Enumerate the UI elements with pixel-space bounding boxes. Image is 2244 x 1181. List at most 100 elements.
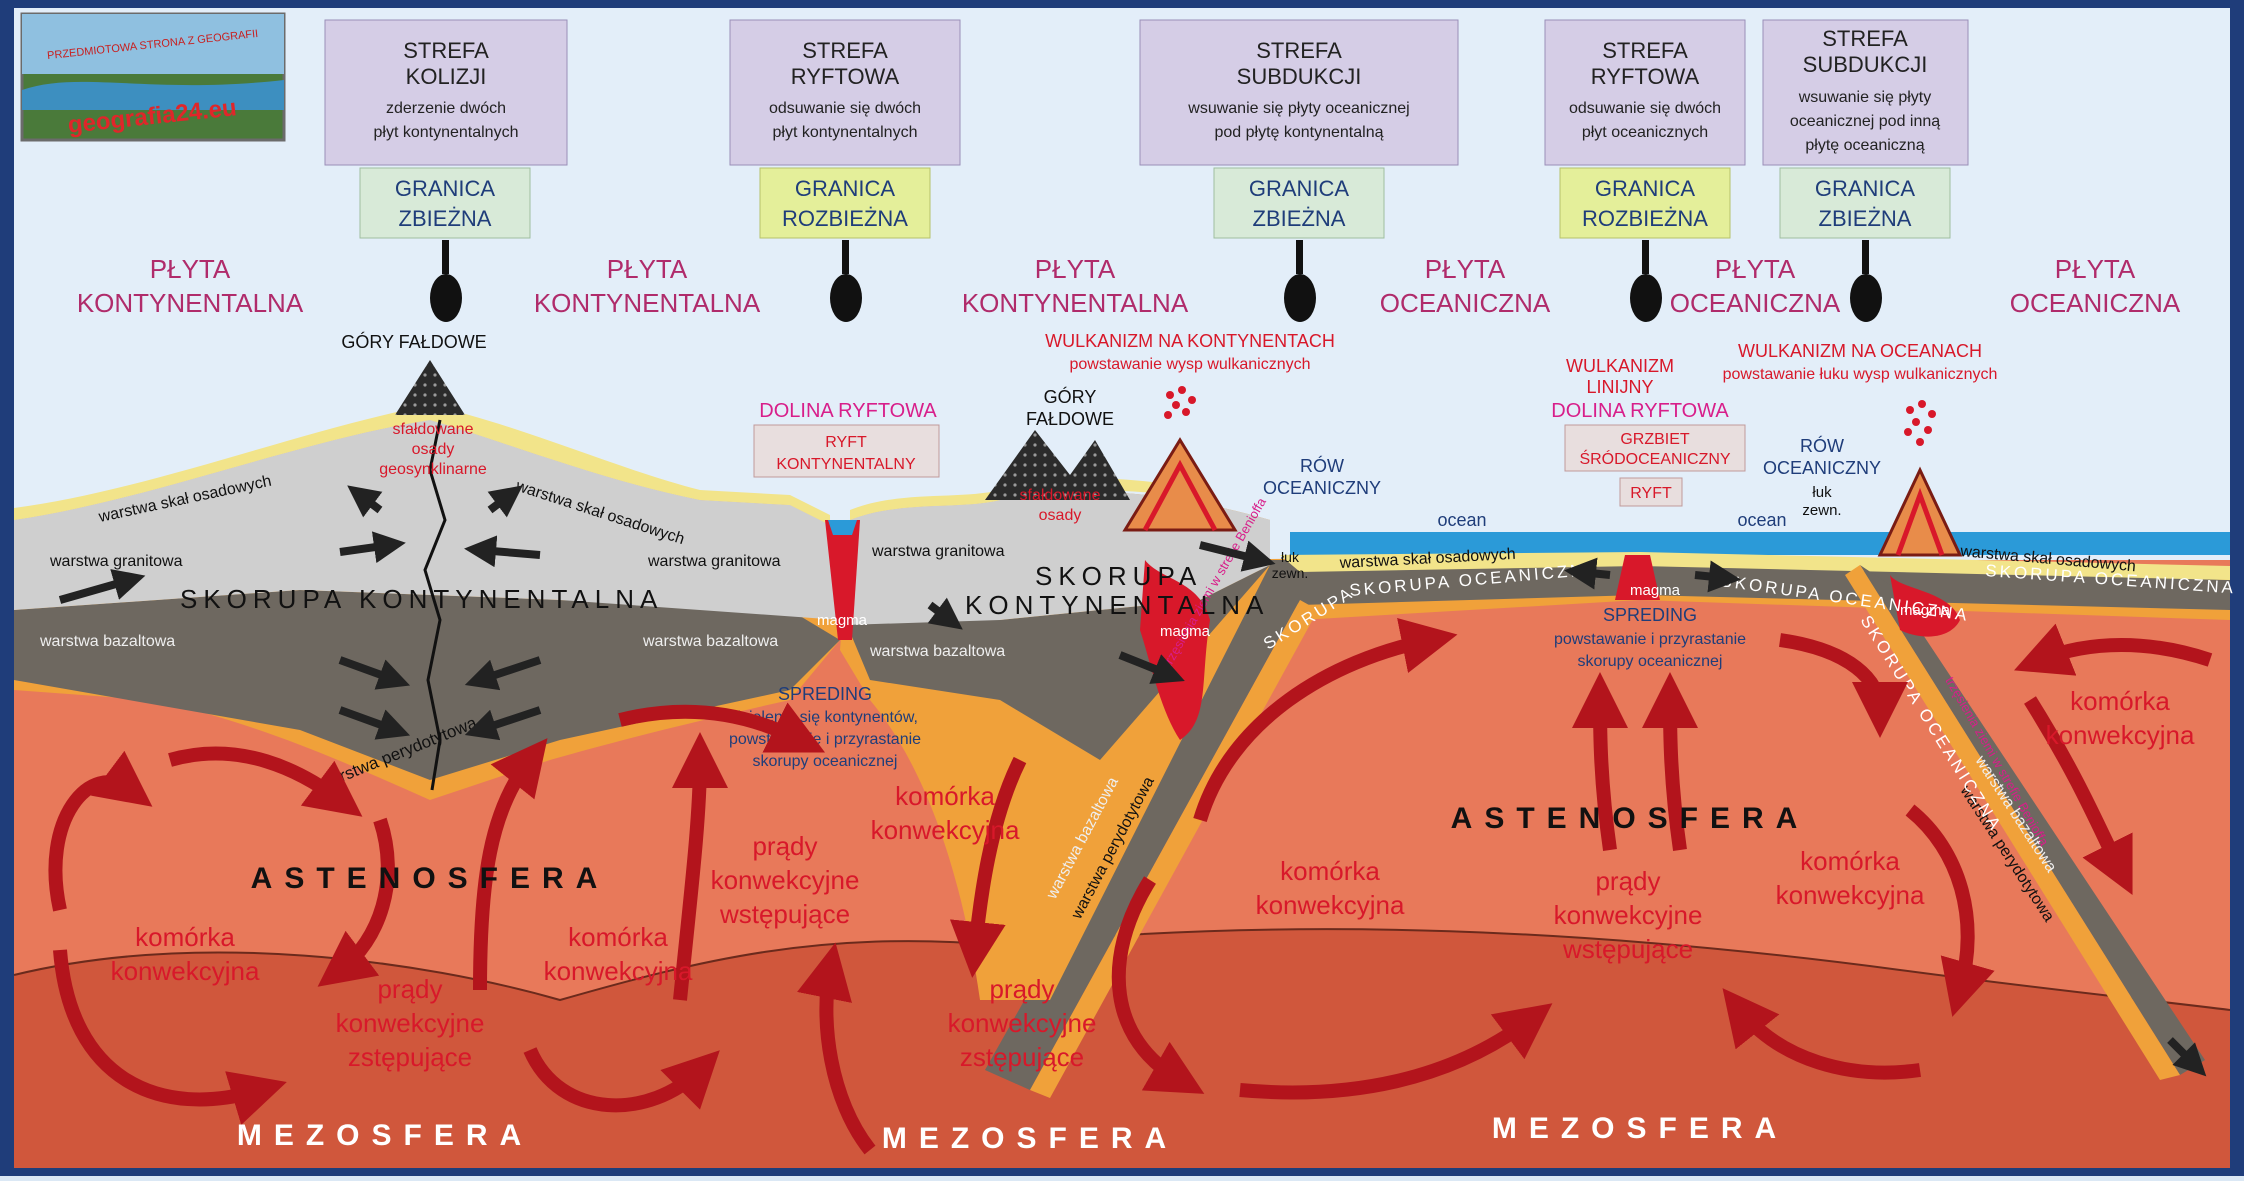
zone-3-title-2: SUBDUKCJI [1237, 64, 1362, 89]
geosyncline-label: geosynklinarne [379, 461, 487, 478]
trench-label-1b: OCEANICZNY [1263, 478, 1381, 498]
plate-label-1-line-1: PŁYTA [150, 254, 231, 284]
zone-1-boundary-2: ZBIEŻNA [399, 206, 492, 231]
spreading-desc-2b: skorupy oceanicznej [1578, 653, 1723, 670]
zone-5-desc-1: wsuwanie się płyty [1798, 89, 1932, 106]
rift-valley-label-2: DOLINA RYFTOWA [1551, 400, 1729, 422]
upwelling-label-2a: prądy [1595, 866, 1660, 896]
zone-4-title-1: STREFA [1602, 38, 1688, 63]
zone-2: STREFA RYFTOWA odsuwanie się dwóch płyt … [730, 20, 960, 238]
zone-1-title-2: KOLIZJI [406, 64, 487, 89]
downwelling-label-1b: konwekcyjne [336, 1008, 485, 1038]
convection-cell-label-4a: komórka [1280, 856, 1380, 886]
zone-2-title-2: RYFTOWA [791, 64, 900, 89]
zone-4-title-2: RYFTOWA [1591, 64, 1700, 89]
mesosphere-label-2: MEZOSFERA [882, 1122, 1178, 1155]
folded-label-1: sfałdowane [393, 421, 474, 438]
basalt-label-2: warstwa bazaltowa [642, 633, 778, 650]
crust-arrow [1695, 575, 1725, 578]
downwelling-label-1c: zstępujące [348, 1042, 472, 1072]
plate-label-3-line-2: KONTYNENTALNA [962, 288, 1189, 318]
zone-5: STREFA SUBDUKCJI wsuwanie się płyty ocea… [1763, 20, 1968, 238]
continental-rift-label-2: KONTYNENTALNY [776, 456, 916, 473]
plate-label-4-line-1: PŁYTA [1425, 254, 1506, 284]
zone-2-boundary-2: ROZBIEŻNA [782, 206, 908, 231]
zone-4-desc-1: odsuwanie się dwóch [1569, 100, 1721, 117]
continental-crust-label-2a: SKORUPA [1035, 561, 1202, 591]
linear-volcanism-label-1: WULKANIZM [1566, 356, 1674, 376]
zone-3-desc-2: pod płytę kontynentalną [1214, 124, 1383, 141]
convection-cell-label-6b: konwekcyjna [2046, 720, 2195, 750]
convection-cell-label-5a: komórka [1800, 846, 1900, 876]
trench-label-2b: OCEANICZNY [1763, 458, 1881, 478]
upwelling-label-2b: konwekcyjne [1554, 900, 1703, 930]
continental-crust-label-2b: KONTYNENTALNA [965, 590, 1269, 620]
outer-arc-label-2b: zewn. [1802, 502, 1841, 519]
fold-mountains-label-2b: FAŁDOWE [1026, 409, 1114, 429]
plate-label-3-line-1: PŁYTA [1035, 254, 1116, 284]
spreading-label-1: SPREDING [778, 684, 872, 704]
downwelling-label-1a: prądy [377, 974, 442, 1004]
granite-label-2: warstwa granitowa [647, 553, 781, 570]
zone-3-boundary-2: ZBIEŻNA [1253, 206, 1346, 231]
continental-volcanism-desc: powstawanie wysp wulkanicznych [1070, 356, 1311, 373]
ridge-label-2: ŚRÓDOCEANICZNY [1579, 449, 1730, 468]
outer-arc-label-1a: łuk [1281, 549, 1300, 565]
zone-3-boundary-1: GRANICA [1249, 176, 1350, 201]
plate-label-2-line-1: PŁYTA [607, 254, 688, 284]
convection-cell-label-2b: konwekcyjna [544, 956, 693, 986]
plate-label-6-line-2: OCEANICZNA [2010, 288, 2181, 318]
downwelling-label-2b: konwekcyjne [948, 1008, 1097, 1038]
downwelling-label-2a: prądy [989, 974, 1054, 1004]
trench-label-1a: RÓW [1300, 455, 1344, 476]
continental-volcanism-label: WULKANIZM NA KONTYNENTACH [1045, 331, 1335, 351]
plate-label-6-line-1: PŁYTA [2055, 254, 2136, 284]
granite-label-1: warstwa granitowa [49, 553, 183, 570]
convection-cell-label-2a: komórka [568, 922, 668, 952]
outer-arc-label-2a: łuk [1812, 484, 1832, 501]
magma-label-3: magma [1630, 582, 1681, 599]
upwelling-label-1b: konwekcyjne [711, 865, 860, 895]
downwelling-label-2c: zstępujące [960, 1042, 1084, 1072]
upwelling-label-1a: prądy [752, 831, 817, 861]
logo: PRZEDMIOTOWA STRONA Z GEOGRAFII geografi… [22, 14, 284, 140]
magma-label-1: magma [817, 612, 868, 629]
crust-arrow [1580, 572, 1610, 575]
upwelling-label-2c: wstępujące [1562, 934, 1693, 964]
plate-label-4-line-2: OCEANICZNA [1380, 288, 1551, 318]
zone-5-boundary-1: GRANICA [1815, 176, 1916, 201]
spreading-desc-2a: powstawanie i przyrastanie [1554, 631, 1746, 648]
ridge-label-1: GRZBIET [1620, 431, 1690, 448]
zone-3-desc-1: wsuwanie się płyty oceanicznej [1187, 100, 1409, 117]
sediments-label-1: osady [412, 441, 455, 458]
zone-2-title-1: STREFA [802, 38, 888, 63]
zone-4-boundary-2: ROZBIEŻNA [1582, 206, 1708, 231]
mesosphere-label-1: MEZOSFERA [237, 1119, 533, 1152]
asthenosphere-label-1: ASTENOSFERA [251, 862, 610, 895]
crust-arrow [480, 550, 540, 555]
linear-volcanism-label-2: LINIJNY [1586, 377, 1653, 397]
zone-4: STREFA RYFTOWA odsuwanie się dwóch płyt … [1545, 20, 1745, 238]
outer-arc-label-1b: zewn. [1272, 565, 1309, 581]
rift-water [828, 520, 857, 535]
convection-cell-label-5b: konwekcyjna [1776, 880, 1925, 910]
ridge-rift-label: RYFT [1630, 485, 1672, 502]
convection-cell-label-3b: konwekcyjna [871, 815, 1020, 845]
zone-3-title-1: STREFA [1256, 38, 1342, 63]
convection-cell-label-6a: komórka [2070, 686, 2170, 716]
spreading-label-2: SPREDING [1603, 605, 1697, 625]
zone-1-title-1: STREFA [403, 38, 489, 63]
ocean-label-2: ocean [1737, 510, 1786, 530]
continental-rift-label-1: RYFT [825, 434, 867, 451]
plate-label-5-line-1: PŁYTA [1715, 254, 1796, 284]
zone-2-boundary-1: GRANICA [795, 176, 896, 201]
convection-cell-label-4b: konwekcyjna [1256, 890, 1405, 920]
oceanic-volcanism-desc: powstawanie łuku wysp wulkanicznych [1723, 366, 1998, 383]
granite-label-3: warstwa granitowa [871, 543, 1005, 560]
zone-1-boundary-1: GRANICA [395, 176, 496, 201]
magma-label-2: magma [1160, 623, 1211, 640]
zone-5-desc-2: oceanicznej pod inną [1790, 113, 1940, 130]
spreading-desc-1b: powstawanie i przyrastanie [729, 731, 921, 748]
